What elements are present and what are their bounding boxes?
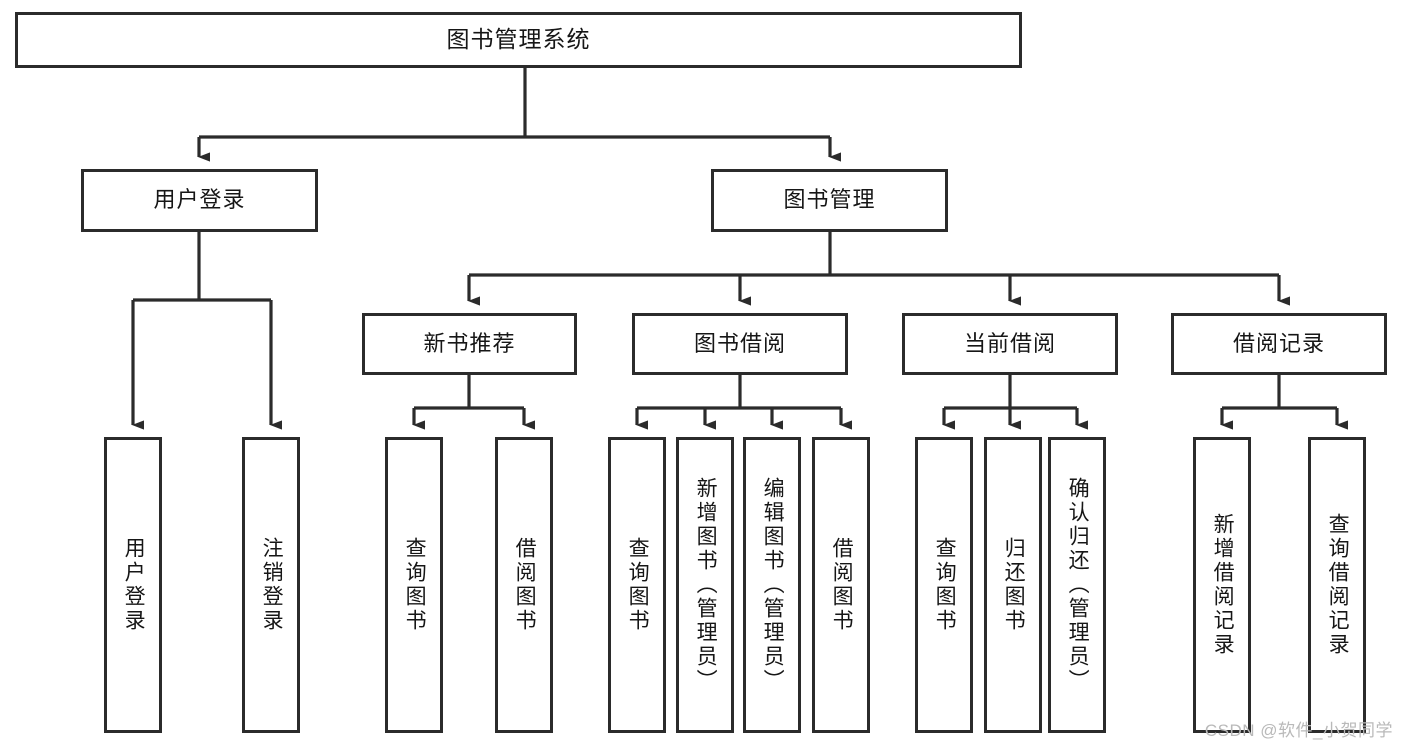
leaf-confirm-return-admin[interactable]: 确认归还（管理员） [1048, 437, 1106, 733]
node-label: 新书推荐 [423, 330, 516, 356]
leaf-borrow-books-rec[interactable]: 借阅图书 [495, 437, 553, 733]
leaf-user-login[interactable]: 用户登录 [104, 437, 162, 733]
node-label: 当前借阅 [963, 330, 1056, 356]
node-label: 归还图书 [1002, 537, 1026, 633]
leaf-query-borrow-record[interactable]: 查询借阅记录 [1308, 437, 1366, 733]
node-label: 图书管理 [783, 187, 876, 213]
node-book-borrowing[interactable]: 图书借阅 [632, 313, 848, 375]
node-label: 借阅图书 [513, 537, 537, 633]
leaf-return-books[interactable]: 归还图书 [984, 437, 1042, 733]
node-current-borrowing[interactable]: 当前借阅 [902, 313, 1118, 375]
node-label: 查询借阅记录 [1326, 513, 1350, 657]
node-label: 注销登录 [260, 537, 284, 633]
node-label: 确认归还（管理员） [1066, 477, 1090, 693]
leaf-add-book-admin[interactable]: 新增图书（管理员） [676, 437, 734, 733]
node-label: 新增图书（管理员） [694, 477, 718, 693]
leaf-edit-book-admin[interactable]: 编辑图书（管理员） [743, 437, 801, 733]
node-label: 借阅图书 [830, 537, 854, 633]
node-borrowing-records[interactable]: 借阅记录 [1171, 313, 1387, 375]
leaf-query-books-rec[interactable]: 查询图书 [385, 437, 443, 733]
node-user-login[interactable]: 用户登录 [81, 169, 318, 232]
leaf-logout[interactable]: 注销登录 [242, 437, 300, 733]
node-label: 借阅记录 [1232, 330, 1325, 356]
csdn-watermark: CSDN @软件_小贺同学 [1204, 721, 1393, 740]
node-label: 编辑图书（管理员） [761, 477, 785, 693]
node-label: 新增借阅记录 [1211, 513, 1235, 657]
node-root-book-management-system[interactable]: 图书管理系统 [15, 12, 1022, 68]
node-label: 查询图书 [626, 537, 650, 633]
node-book-management[interactable]: 图书管理 [711, 169, 948, 232]
node-new-book-recommendation[interactable]: 新书推荐 [362, 313, 577, 375]
node-label: 用户登录 [122, 537, 146, 633]
node-label: 图书管理系统 [446, 26, 591, 53]
leaf-borrow-books[interactable]: 借阅图书 [812, 437, 870, 733]
node-label: 查询图书 [933, 537, 957, 633]
node-label: 查询图书 [403, 537, 427, 633]
leaf-add-borrow-record[interactable]: 新增借阅记录 [1193, 437, 1251, 733]
node-label: 图书借阅 [693, 330, 786, 356]
node-label: 用户登录 [153, 187, 246, 213]
leaf-query-books-borrow[interactable]: 查询图书 [608, 437, 666, 733]
leaf-query-books-current[interactable]: 查询图书 [915, 437, 973, 733]
